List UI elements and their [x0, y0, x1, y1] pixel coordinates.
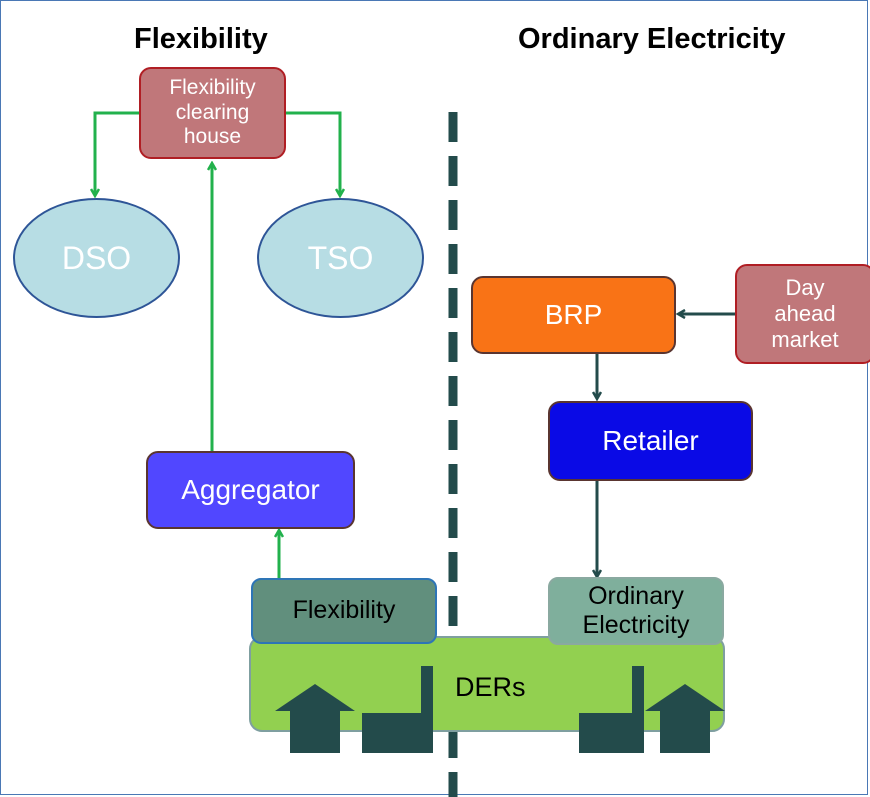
aggregator-label: Aggregator — [181, 473, 320, 505]
aggregator-node: Aggregator — [146, 451, 355, 529]
factory-icon — [579, 666, 644, 753]
retailer-label: Retailer — [602, 424, 699, 456]
clearing-house-line-2: clearing — [175, 100, 250, 124]
ordinary-electricity-line-2: Electricity — [582, 611, 690, 639]
ordinary-electricity-line-1: Ordinary — [588, 581, 684, 610]
retailer-node: Retailer — [548, 401, 753, 481]
dso-node: DSO — [13, 198, 180, 318]
day-ahead-line-3: market — [771, 326, 839, 352]
arrow-clearing-to-dso — [95, 111, 139, 196]
heading-ordinary-electricity: Ordinary Electricity — [518, 23, 786, 55]
flexibility-clearing-house: Flexibility clearing house — [139, 67, 286, 159]
clearing-house-line-3: house — [183, 125, 242, 149]
day-ahead-market-node: Day ahead market — [735, 264, 870, 364]
flexibility-label: Flexibility — [292, 596, 396, 625]
clearing-house-line-1: Flexibility — [169, 76, 256, 100]
ders-label: DERs — [455, 672, 526, 702]
tso-label: TSO — [307, 239, 374, 276]
arrow-clearing-to-tso — [286, 111, 340, 196]
brp-label: BRP — [544, 298, 603, 330]
dso-label: DSO — [61, 239, 132, 276]
ders-platform — [249, 636, 725, 732]
heading-flexibility: Flexibility — [134, 23, 268, 55]
brp-node: BRP — [471, 276, 676, 354]
house-icon — [645, 684, 725, 753]
day-ahead-line-1: Day — [785, 275, 825, 301]
tso-node: TSO — [257, 198, 424, 318]
day-ahead-line-2: ahead — [774, 301, 836, 327]
flexibility-node: Flexibility — [251, 578, 437, 644]
ordinary-electricity-node: Ordinary Electricity — [548, 577, 724, 645]
house-icon — [275, 684, 355, 753]
factory-icon — [362, 666, 433, 753]
